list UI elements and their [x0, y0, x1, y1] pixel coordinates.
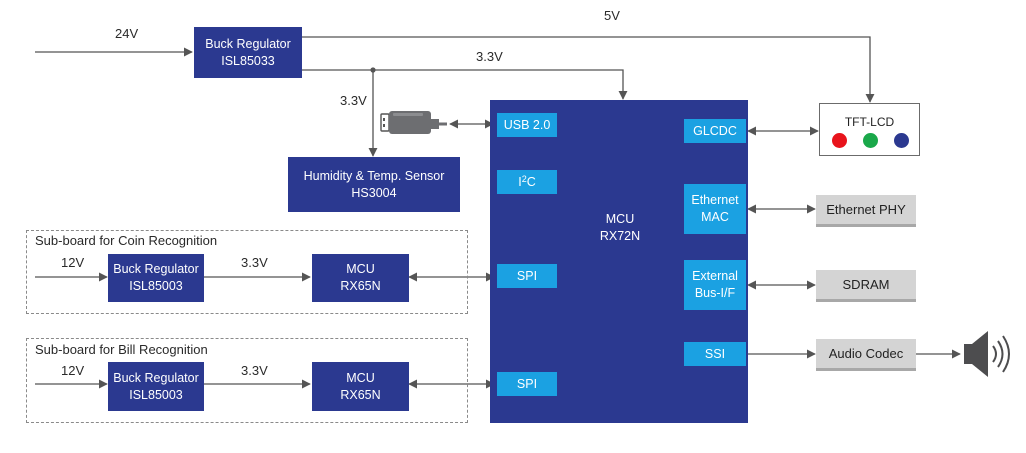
label-coin-12v: 12V: [61, 255, 85, 270]
port-spi-coin: SPI: [497, 264, 557, 288]
buck-regulator-part: ISL85033: [221, 53, 275, 68]
sdram: SDRAM: [816, 270, 916, 302]
mcu-rx72n-label: MCU RX72N: [570, 208, 670, 248]
label-3v3-top: 3.3V: [476, 49, 503, 64]
coin-subboard-frame: [26, 230, 468, 314]
humidity-temp-sensor: Humidity & Temp. Sensor HS3004: [288, 157, 460, 212]
tft-lcd-label: TFT-LCD: [844, 115, 895, 129]
port-ethernet-mac: Ethernet MAC: [684, 184, 746, 234]
usb-plug-icon: [380, 111, 447, 134]
bill-buck-regulator: Buck Regulator ISL85003: [108, 362, 204, 411]
bill-mcu-title: MCU: [346, 370, 375, 385]
buck-regulator-title: Buck Regulator: [205, 36, 291, 51]
sensor-part: HS3004: [351, 185, 397, 200]
buck-regulator-isl85033: Buck Regulator ISL85033: [194, 27, 302, 78]
red-dot: [832, 133, 847, 148]
ethernet-phy: Ethernet PHY: [816, 195, 916, 227]
label-coin-3v3: 3.3V: [241, 255, 268, 270]
bill-subboard-title: Sub-board for Bill Recognition: [35, 342, 208, 357]
mcu-rx72n-part: RX72N: [599, 229, 641, 243]
coin-subboard-title: Sub-board for Coin Recognition: [35, 233, 218, 248]
i2c-superscript: 2: [521, 173, 527, 184]
label-bill-3v3: 3.3V: [241, 363, 268, 378]
port-glcdc: GLCDC: [684, 119, 746, 143]
label-24v: 24V: [115, 26, 139, 41]
blue-dot: [894, 133, 909, 148]
coin-mcu-part: RX65N: [340, 279, 381, 293]
bill-mcu-rx65n: MCU RX65N: [312, 362, 409, 411]
coin-mcu-rx65n: MCU RX65N: [312, 254, 409, 302]
coin-buck-part: ISL85003: [129, 279, 183, 293]
external-bus-line2: Bus-I/F: [694, 286, 736, 300]
junction-dot: [370, 67, 376, 73]
coin-buck-regulator: Buck Regulator ISL85003: [108, 254, 204, 302]
green-dot: [863, 133, 878, 148]
bill-buck-title: Buck Regulator: [113, 370, 199, 385]
port-usb: USB 2.0: [497, 113, 557, 137]
audio-codec: Audio Codec: [816, 339, 916, 371]
speaker-icon: [964, 331, 1010, 377]
label-3v3-sensor: 3.3V: [340, 93, 367, 108]
label-bill-12v: 12V: [61, 363, 85, 378]
mcu-rx72n-title: MCU: [605, 212, 635, 226]
label-5v: 5V: [604, 8, 620, 23]
5v-arrow: [302, 36, 875, 103]
ethernet-mac-line2: MAC: [701, 210, 729, 224]
external-bus-line1: External: [692, 269, 738, 283]
ethernet-mac-line1: Ethernet: [691, 193, 739, 207]
sensor-title: Humidity & Temp. Sensor: [303, 168, 445, 183]
tft-lcd: TFT-LCD: [819, 103, 920, 156]
coin-mcu-title: MCU: [346, 262, 375, 276]
port-spi-bill: SPI: [497, 372, 557, 396]
i2c-tail: C: [526, 174, 536, 189]
i2c-base: I: [518, 174, 522, 189]
3v3-mcu-arrow: [302, 69, 628, 100]
bill-buck-part: ISL85003: [129, 387, 183, 402]
coin-buck-title: Buck Regulator: [113, 262, 199, 276]
port-external-bus: External Bus-I/F: [684, 260, 746, 310]
bill-mcu-part: RX65N: [340, 387, 381, 402]
port-ssi: SSI: [684, 342, 746, 366]
bill-subboard-frame: [26, 338, 468, 423]
